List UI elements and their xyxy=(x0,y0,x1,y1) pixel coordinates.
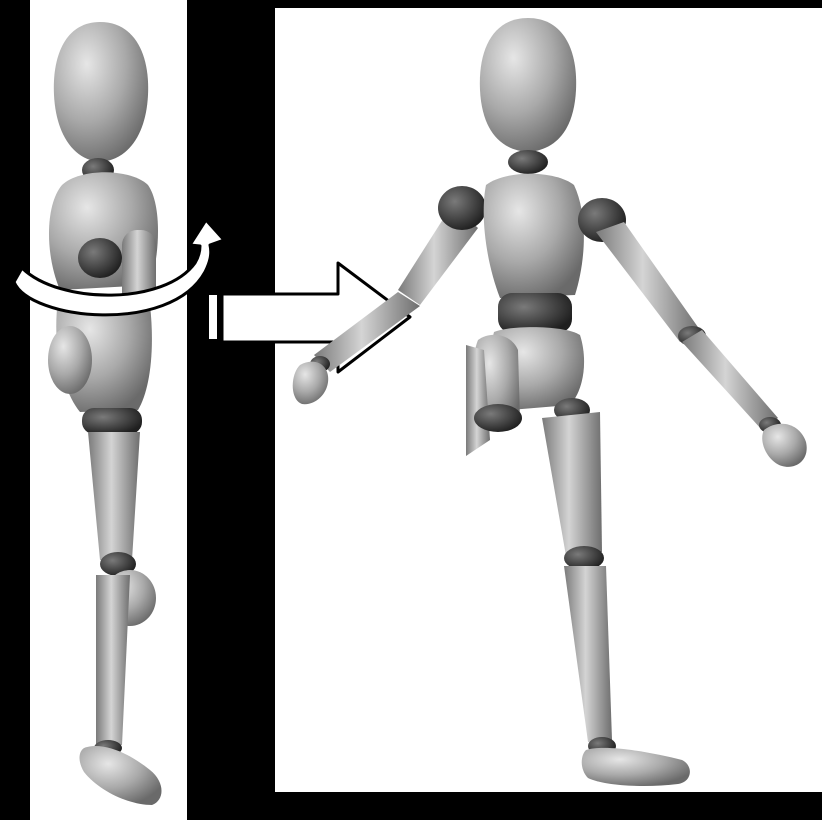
upper-leg xyxy=(88,432,140,560)
foot xyxy=(80,746,162,805)
waist-joint xyxy=(498,293,572,333)
raised-knee xyxy=(474,404,522,432)
head xyxy=(54,22,148,162)
head xyxy=(480,18,576,152)
hand-right xyxy=(762,424,806,467)
upper-arm-right xyxy=(596,222,700,342)
mannequin-front-view-icon xyxy=(293,18,807,786)
forearm-right xyxy=(682,330,778,430)
mannequin-side-view-icon xyxy=(48,22,162,805)
shoulder-joint xyxy=(78,238,122,278)
upper-leg-right xyxy=(542,412,602,556)
chest xyxy=(484,174,584,298)
lower-leg-right xyxy=(564,566,612,742)
hip-left xyxy=(48,326,92,394)
pelvis-joint xyxy=(82,408,142,434)
lower-leg xyxy=(96,575,130,745)
foot-right xyxy=(582,748,690,786)
hand-left xyxy=(293,362,328,405)
shoulder-left xyxy=(438,186,486,230)
neck-joint xyxy=(508,150,548,174)
